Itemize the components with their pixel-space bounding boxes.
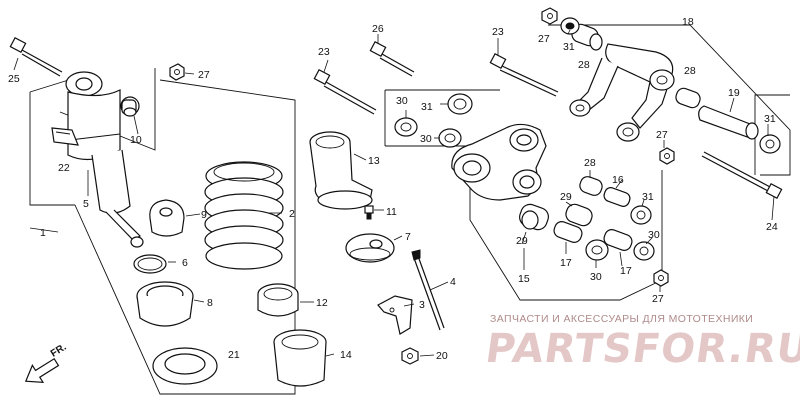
callout-27b: 27 (538, 33, 550, 45)
leader-lines (29, 29, 775, 357)
front-direction-label: FR. (49, 342, 69, 360)
spring-2-icon (204, 161, 284, 270)
watermark-logo: PARTSFOR.RU (482, 326, 800, 372)
callout-26: 26 (372, 23, 384, 35)
shock-absorber-5-icon (65, 71, 144, 248)
seal-30b-icon (438, 128, 462, 148)
callout-12: 12 (316, 297, 328, 309)
dust-cover-13-icon (309, 131, 373, 210)
link-arm-bracket (548, 24, 791, 176)
callout-2: 2 (289, 208, 295, 220)
callout-5: 5 (83, 198, 89, 210)
sleeve-14-icon (273, 329, 327, 387)
callout-6: 6 (182, 257, 188, 269)
nut-27c-icon (659, 147, 675, 165)
callout-24: 24 (766, 221, 778, 233)
callout-31b: 31 (563, 41, 575, 53)
callout-18: 18 (682, 16, 694, 28)
nut-27d-icon (653, 269, 669, 287)
bushing-17b-icon (603, 229, 633, 251)
rod-4-icon (411, 249, 445, 331)
callout-25: 25 (8, 73, 20, 85)
nut-27a-icon (169, 63, 185, 81)
callout-19: 19 (728, 87, 740, 99)
callout-23a: 23 (318, 46, 330, 58)
bolt-23b-icon (489, 52, 559, 97)
callout-10: 10 (130, 134, 142, 146)
callout-31d: 31 (642, 191, 654, 203)
callout-15: 15 (518, 273, 530, 285)
nut-27b-icon (541, 7, 558, 25)
callout-30d: 30 (648, 229, 660, 241)
link-arm-18-icon (569, 43, 675, 142)
seal-30a-icon (394, 117, 418, 137)
collar-8-icon (136, 281, 194, 327)
callout-27c: 27 (656, 129, 668, 141)
callout-14: 14 (340, 349, 352, 361)
seal-30d-icon (633, 241, 655, 261)
callout-11: 11 (386, 206, 397, 218)
callout-20: 20 (436, 350, 448, 362)
bolt-24-icon (701, 151, 783, 200)
circlip-6-icon (133, 254, 167, 274)
callout-30c: 30 (590, 271, 602, 283)
callout-16: 16 (612, 174, 624, 186)
bushing-17a-icon (553, 221, 583, 243)
callout-30b: 30 (420, 133, 432, 145)
callout-1: 1 (40, 227, 46, 239)
callout-13: 13 (368, 155, 380, 167)
callout-28b: 28 (684, 65, 696, 77)
bolt-26-icon (369, 40, 415, 77)
bracket-3-icon (377, 295, 413, 335)
callout-28c: 28 (584, 157, 596, 169)
callout-9: 9 (201, 209, 207, 221)
callout-28a: 28 (578, 59, 590, 71)
callout-29b: 29 (560, 191, 572, 203)
callout-30a: 30 (396, 95, 408, 107)
bushing-29b-icon (565, 203, 593, 227)
collar-28c-icon (579, 176, 603, 196)
seal-31d-icon (630, 205, 652, 225)
bump-stop-9-icon (149, 199, 185, 237)
clip-22-icon (51, 127, 79, 146)
callout-4: 4 (450, 276, 456, 288)
bolt-11-icon (364, 205, 374, 220)
washer-21-icon (152, 347, 218, 385)
spring-seat-7-icon (345, 233, 395, 263)
callout-17a: 17 (560, 257, 572, 269)
callout-29a: 29 (516, 235, 528, 247)
callout-8: 8 (207, 297, 213, 309)
callout-31a: 31 (421, 101, 433, 113)
bushing-10-icon (120, 96, 140, 117)
ring-12-icon (257, 283, 299, 317)
callout-27d: 27 (652, 293, 664, 305)
callout-31c: 31 (764, 113, 776, 125)
seal-31c-icon (759, 134, 781, 154)
shock-link-icon (451, 123, 547, 201)
callout-labels: 1 2 3 4 5 6 7 8 9 10 11 12 13 14 15 16 1… (8, 16, 778, 362)
seal-31b-icon (560, 17, 580, 35)
front-direction-arrow-icon: FR. (24, 342, 69, 383)
callout-21: 21 (228, 349, 240, 361)
bolt-23a-icon (313, 68, 377, 115)
nut-20-icon (401, 347, 419, 365)
callout-3: 3 (419, 299, 425, 311)
arm-assembly-bracket (469, 146, 663, 301)
callout-23b: 23 (492, 26, 504, 38)
callout-22: 22 (58, 162, 70, 174)
watermark-caption: ЗАПЧАСТИ И АКСЕССУАРЫ ДЛЯ МОТОТЕХНИКИ (490, 313, 754, 325)
collar-28b-icon (675, 87, 701, 109)
seal-30c-icon (585, 239, 609, 261)
pipe-19-icon (698, 105, 759, 140)
bushing-16-icon (603, 187, 631, 207)
callout-7: 7 (405, 231, 411, 243)
seal-31a-icon (447, 93, 473, 115)
bolt-25-icon (9, 36, 63, 77)
bushing-29a-icon (519, 203, 549, 231)
callout-27a: 27 (198, 69, 210, 81)
callout-17b: 17 (620, 265, 632, 277)
